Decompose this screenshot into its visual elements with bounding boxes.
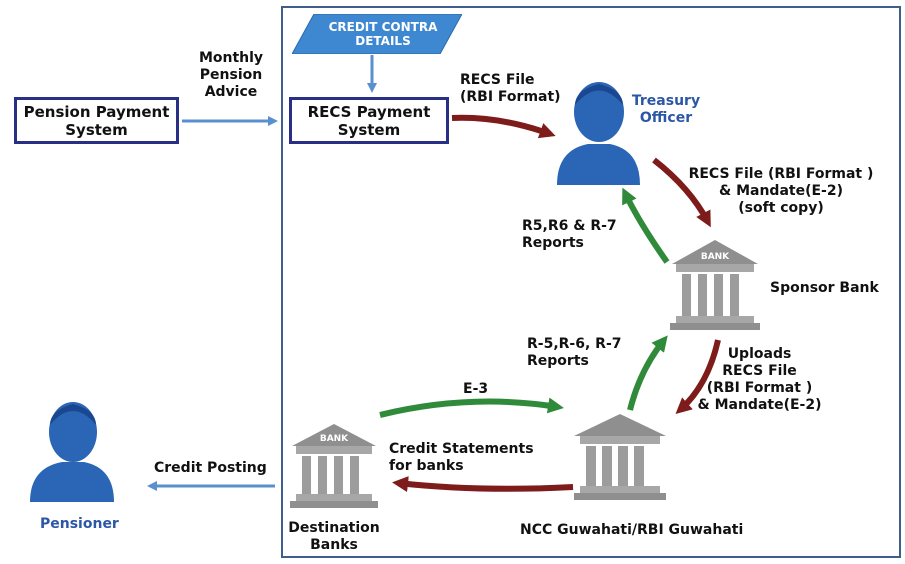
ncc-label: NCC Guwahati/RBI Guwahati [520, 522, 744, 538]
r5-r6-r7-reports-label: R5,R6 & R-7 Reports [522, 218, 617, 251]
arrow-recs-file-mandate [652, 157, 711, 228]
credit-contra-details-label: CREDIT CONTRA DETAILS [328, 20, 438, 48]
arrow-credit-statements [392, 476, 574, 493]
recs-file-label: RECS File (RBI Format) [460, 72, 561, 105]
pensioner-label: Pensioner [40, 516, 119, 532]
pension-payment-system-box: Pension Payment System [14, 97, 179, 144]
uploads-label: Uploads RECS File (RBI Format ) & Mandat… [697, 346, 822, 413]
credit-posting-label: Credit Posting [154, 460, 267, 476]
arrow-uploads [675, 339, 721, 414]
destination-bank-icon [290, 424, 378, 508]
arrow-r5-r6-r7-reports-2 [627, 335, 668, 411]
arrow-recs-file [451, 114, 556, 139]
treasury-officer-icon [557, 82, 640, 185]
sponsor-bank-sign: BANK [701, 252, 730, 262]
destination-bank-sign: BANK [320, 434, 349, 444]
credit-statements-label: Credit Statements for banks [389, 441, 534, 474]
arrow-e3 [379, 397, 564, 418]
credit-contra-details-input [292, 14, 462, 54]
e3-label: E-3 [463, 381, 489, 397]
sponsor-bank-icon [670, 240, 760, 330]
monthly-pension-advice-label: Monthly Pension Advice [198, 50, 264, 100]
recs-payment-system-box: RECS Payment System [289, 97, 449, 144]
sponsor-bank-label: Sponsor Bank [770, 280, 879, 296]
arrow-r5-r6-r7-reports [622, 187, 670, 264]
pensioner-icon [30, 402, 114, 502]
system-boundary [281, 6, 901, 558]
destination-banks-label: Destination Banks [288, 520, 380, 553]
r5-r6-r7-reports-2-label: R-5,R-6, R-7 Reports [527, 336, 622, 369]
ncc-bank-icon [574, 414, 666, 500]
treasury-officer-label: Treasury Officer [631, 93, 701, 126]
recs-file-mandate-label: RECS File (RBI Format ) & Mandate(E-2) (… [688, 166, 874, 216]
